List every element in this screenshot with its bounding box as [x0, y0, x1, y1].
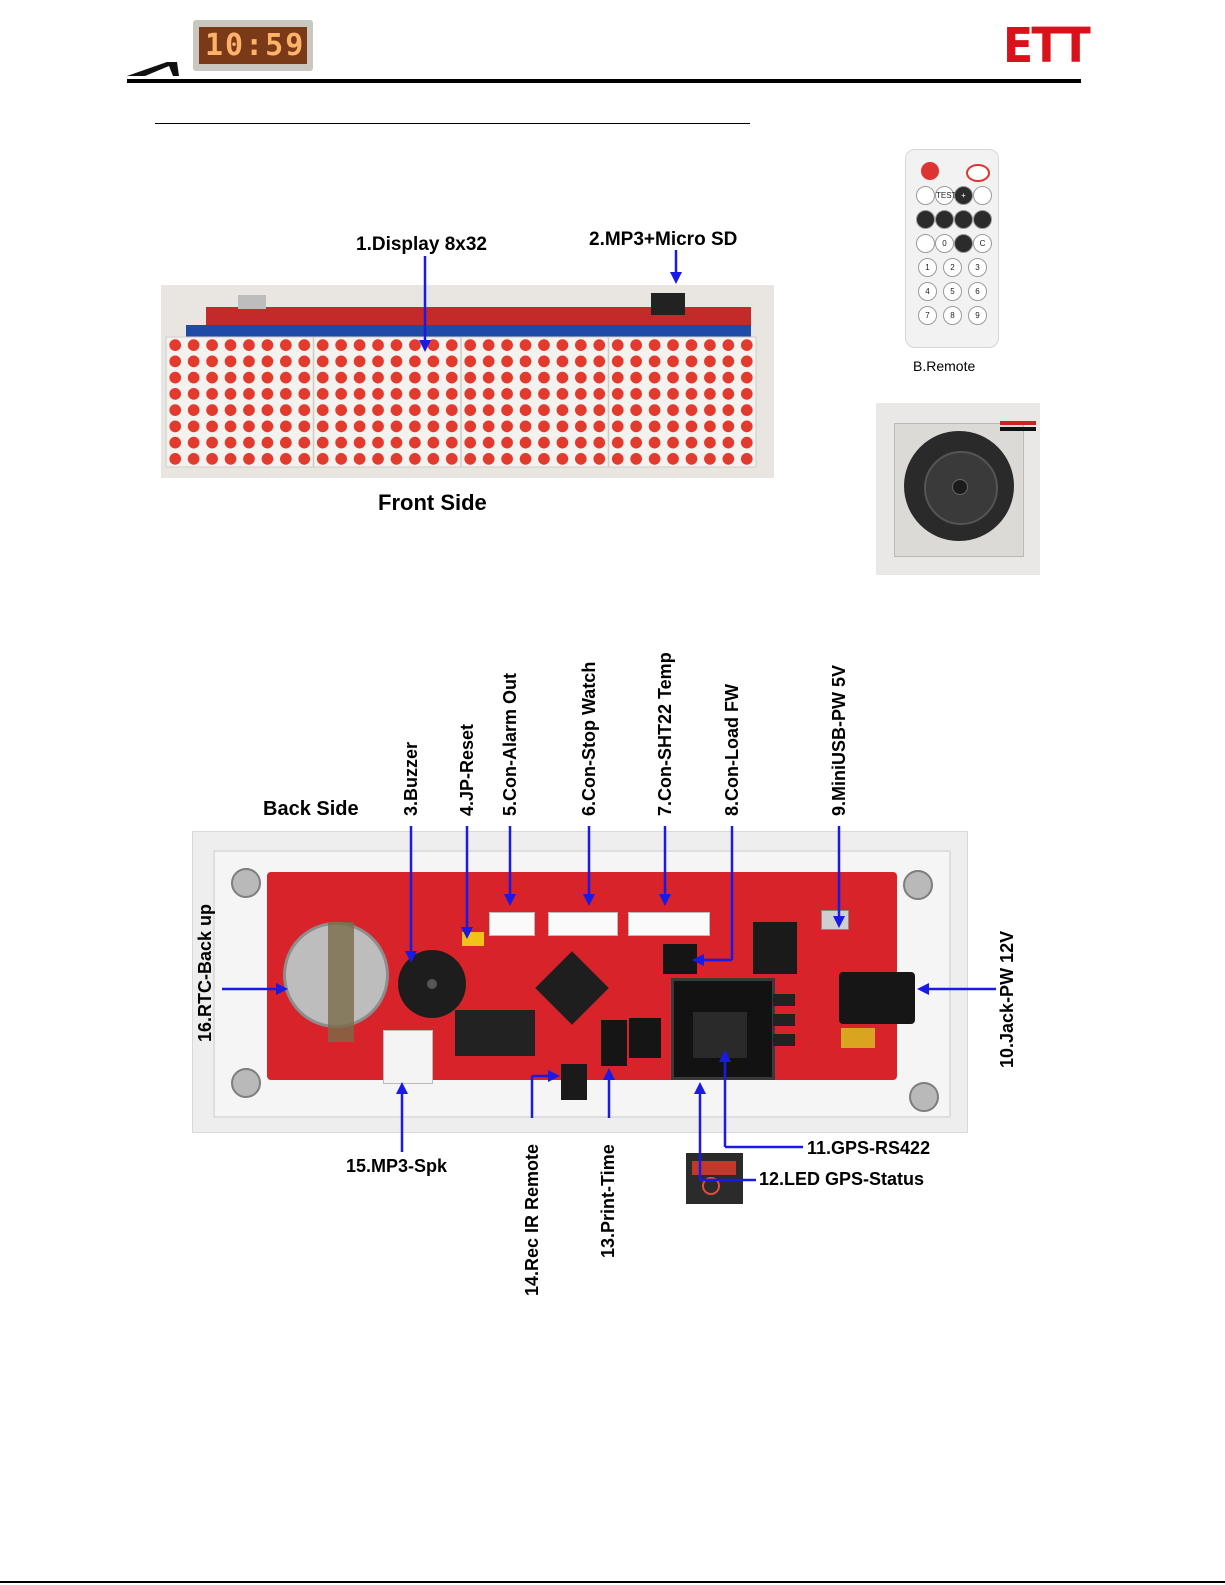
label-display: 1.Display 8x32 — [356, 234, 487, 255]
header-rule — [127, 79, 1081, 83]
front-photo — [161, 285, 774, 478]
remote-button: 2 — [943, 258, 962, 277]
remote-button — [954, 210, 973, 229]
mini-display-digits: 10:59 — [205, 28, 306, 63]
label-mp3-spk: 15.MP3-Spk — [346, 1156, 448, 1176]
remote-button — [935, 210, 954, 229]
arrow-mp3 — [670, 250, 682, 284]
back-photo — [192, 831, 968, 1133]
remote-button — [916, 186, 935, 205]
remote-button — [916, 210, 935, 229]
caption-front-side: Front Side — [378, 490, 487, 515]
led-gps-inset-image — [686, 1153, 743, 1204]
arrow-display — [419, 256, 431, 352]
remote-button — [954, 234, 973, 253]
remote-button — [973, 186, 992, 205]
remote-button: 1 — [918, 258, 937, 277]
remote-button: 6 — [968, 282, 987, 301]
remote-button: C — [973, 234, 992, 253]
header-product-image: 10:59 — [193, 20, 313, 71]
remote-button: 7 — [918, 306, 937, 325]
corner-swoosh-graphic — [127, 62, 179, 76]
speaker-image — [876, 403, 1040, 575]
label-mp3: 2.MP3+Micro SD — [589, 229, 738, 250]
caption-remote: B.Remote — [913, 358, 976, 374]
label-gps-rs422: 11.GPS-RS422 — [807, 1138, 931, 1158]
remote-button: 4 — [918, 282, 937, 301]
remote-button: 3 — [968, 258, 987, 277]
remote-button: 8 — [943, 306, 962, 325]
section-rule — [155, 123, 750, 124]
led-matrix-panel — [165, 336, 757, 468]
remote-button: 0 — [935, 234, 954, 253]
remote-button — [973, 210, 992, 229]
caption-back-side: Back Side — [263, 798, 359, 820]
remote-button: + — [954, 186, 973, 205]
label-led-gps: 12.LED GPS-Status — [759, 1169, 925, 1189]
remote-button: 9 — [968, 306, 987, 325]
footer-rule — [0, 1581, 1225, 1583]
power-icon — [921, 162, 939, 180]
ett-logo: ETT — [1003, 18, 1091, 74]
menu-icon — [966, 164, 990, 182]
remote-button: TEST — [935, 186, 956, 205]
remote-button: 5 — [943, 282, 962, 301]
remote-button — [916, 234, 935, 253]
